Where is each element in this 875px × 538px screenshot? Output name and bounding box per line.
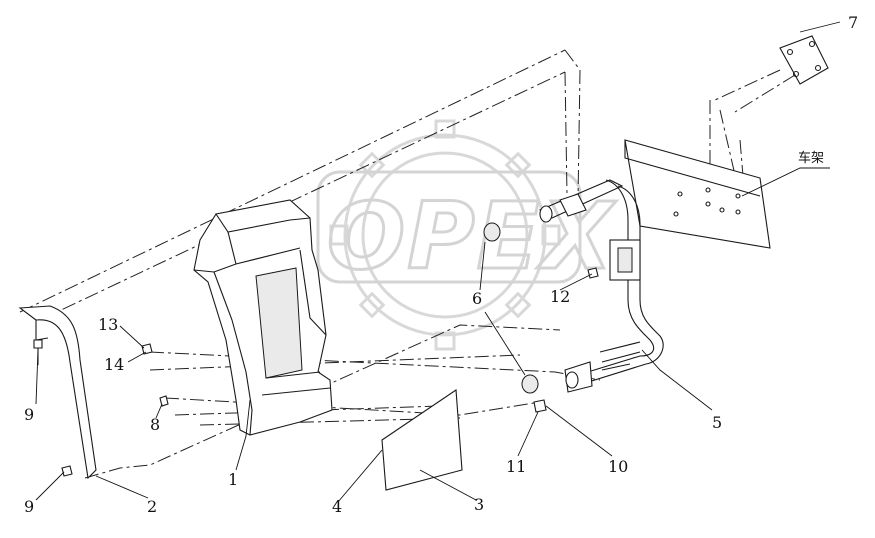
callout-6: 6: [472, 289, 482, 308]
callout-7: 7: [848, 13, 858, 32]
callout-9-lower: 9: [24, 497, 34, 516]
callout-frame: 车架: [798, 150, 824, 166]
callout-14: 14: [104, 355, 124, 374]
callout-8: 8: [150, 415, 160, 434]
part-2-side-bracket: [18, 305, 97, 480]
part-1-fender: [193, 199, 333, 436]
callout-labels: 1 2 3 4 5 6 7 8 9 9 10 11 12 13 14 车架: [24, 13, 858, 516]
vehicle-frame-rail: [624, 139, 771, 249]
callout-13: 13: [98, 315, 118, 334]
part-6-bushings: [479, 222, 539, 394]
part-7-mount-plate: [779, 35, 829, 85]
callout-3: 3: [474, 495, 484, 514]
callout-10: 10: [608, 457, 628, 476]
callout-4: 4: [332, 497, 342, 516]
callout-12: 12: [550, 287, 570, 306]
callout-11: 11: [506, 457, 526, 476]
fasteners: [33, 267, 599, 477]
leader-lines: [35, 21, 841, 503]
callout-9-upper: 9: [24, 405, 34, 424]
callout-5: 5: [712, 413, 722, 432]
callout-1: 1: [228, 470, 238, 489]
part-3-mud-flap: [381, 389, 463, 491]
watermark: OPEX: [316, 119, 616, 351]
part-5-support-tube: [538, 179, 664, 393]
callout-2: 2: [147, 497, 157, 516]
